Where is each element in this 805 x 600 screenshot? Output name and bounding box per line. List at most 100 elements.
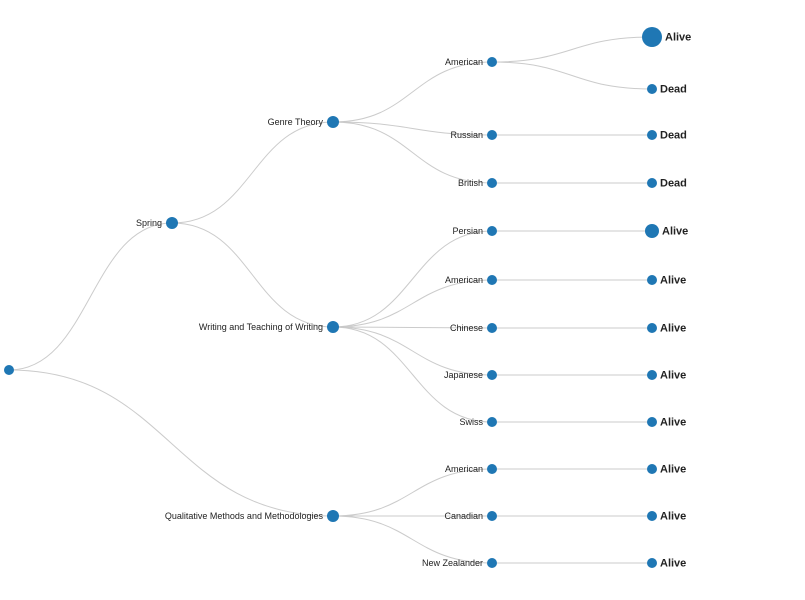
node-label: Alive <box>660 557 686 569</box>
node-dot[interactable] <box>647 84 657 94</box>
node-label: Alive <box>660 274 686 286</box>
tree-node[interactable]: American <box>445 464 497 474</box>
node-label: New Zealander <box>422 558 483 568</box>
node-label: Writing and Teaching of Writing <box>199 322 323 332</box>
tree-link <box>332 61 493 123</box>
node-dot[interactable] <box>487 464 497 474</box>
tree-node[interactable]: American <box>445 275 497 285</box>
node-dot[interactable] <box>647 130 657 140</box>
tree-node[interactable]: Canadian <box>444 511 497 521</box>
node-dot[interactable] <box>327 321 339 333</box>
node-label: Alive <box>660 416 686 428</box>
node-dot[interactable] <box>487 57 497 67</box>
tree-link <box>332 121 493 136</box>
node-dot[interactable] <box>647 275 657 285</box>
tree-node[interactable]: Japanese <box>444 370 497 380</box>
tree-node[interactable]: New Zealander <box>422 558 497 568</box>
tree-node[interactable]: Writing and Teaching of Writing <box>199 321 339 333</box>
node-dot[interactable] <box>487 226 497 236</box>
node-dot[interactable] <box>647 417 657 427</box>
tree-link <box>171 222 334 328</box>
tree-node[interactable]: Chinese <box>450 323 497 333</box>
node-label: Alive <box>660 369 686 381</box>
node-dot[interactable] <box>647 178 657 188</box>
node-dot[interactable] <box>487 178 497 188</box>
tree-node[interactable]: Spring <box>136 217 178 229</box>
tree-node[interactable]: Alive <box>647 416 686 428</box>
node-label: Genre Theory <box>268 117 324 127</box>
node-dot[interactable] <box>647 464 657 474</box>
tree-node[interactable]: Alive <box>647 322 686 334</box>
tree-link <box>332 326 493 329</box>
tree-link <box>8 222 173 371</box>
node-label: Alive <box>662 225 688 237</box>
tree-node[interactable]: Alive <box>647 463 686 475</box>
node-label: American <box>445 464 483 474</box>
node-label: American <box>445 275 483 285</box>
tree-node[interactable]: Alive <box>647 510 686 522</box>
tree-link <box>491 36 653 63</box>
tree-link <box>332 326 493 423</box>
tree-link <box>332 230 493 328</box>
tree-node[interactable]: Russian <box>450 130 497 140</box>
node-label: Alive <box>660 463 686 475</box>
tree-node[interactable]: British <box>458 178 497 188</box>
node-dot[interactable] <box>487 558 497 568</box>
tree-node[interactable]: Dead <box>647 129 687 141</box>
node-label: Persian <box>452 226 483 236</box>
links-layer <box>8 36 653 564</box>
node-label: Swiss <box>459 417 483 427</box>
tree-node[interactable]: Swiss <box>459 417 497 427</box>
node-dot[interactable] <box>647 370 657 380</box>
node-label: American <box>445 57 483 67</box>
node-dot[interactable] <box>4 365 14 375</box>
node-dot[interactable] <box>487 275 497 285</box>
tree-link <box>332 515 493 564</box>
node-label: Chinese <box>450 323 483 333</box>
node-dot[interactable] <box>647 558 657 568</box>
node-dot[interactable] <box>642 27 662 47</box>
tree-node[interactable]: Alive <box>647 557 686 569</box>
node-dot[interactable] <box>647 323 657 333</box>
tree-link <box>8 369 334 517</box>
tree-node[interactable]: American <box>445 57 497 67</box>
tree-link <box>171 121 334 224</box>
tree-node[interactable]: Alive <box>647 369 686 381</box>
node-label: Alive <box>660 322 686 334</box>
node-dot[interactable] <box>487 417 497 427</box>
node-dot[interactable] <box>327 510 339 522</box>
tree-node[interactable]: Alive <box>642 27 691 47</box>
node-label: Dead <box>660 129 687 141</box>
tree-node[interactable]: Genre Theory <box>268 116 339 128</box>
tree-node[interactable] <box>4 365 14 375</box>
tree-node[interactable]: Dead <box>647 83 687 95</box>
tree-link <box>332 326 493 376</box>
node-dot[interactable] <box>166 217 178 229</box>
tree-node[interactable]: Qualitative Methods and Methodologies <box>165 510 339 522</box>
node-dot[interactable] <box>645 224 659 238</box>
tree-link <box>332 468 493 517</box>
node-dot[interactable] <box>647 511 657 521</box>
node-dot[interactable] <box>487 370 497 380</box>
node-label: Japanese <box>444 370 483 380</box>
tree-node[interactable]: Alive <box>645 224 688 238</box>
tree-node[interactable]: Persian <box>452 226 497 236</box>
tree-link <box>332 279 493 328</box>
node-label: Russian <box>450 130 483 140</box>
node-label: Canadian <box>444 511 483 521</box>
node-label: British <box>458 178 483 188</box>
node-label: Alive <box>665 31 691 43</box>
node-dot[interactable] <box>487 511 497 521</box>
node-label: Dead <box>660 83 687 95</box>
node-label: Dead <box>660 177 687 189</box>
node-dot[interactable] <box>327 116 339 128</box>
tree-link <box>491 61 653 90</box>
tree-node[interactable]: Dead <box>647 177 687 189</box>
node-dot[interactable] <box>487 130 497 140</box>
tree-node[interactable]: Alive <box>647 274 686 286</box>
node-dot[interactable] <box>487 323 497 333</box>
node-label: Qualitative Methods and Methodologies <box>165 511 324 521</box>
